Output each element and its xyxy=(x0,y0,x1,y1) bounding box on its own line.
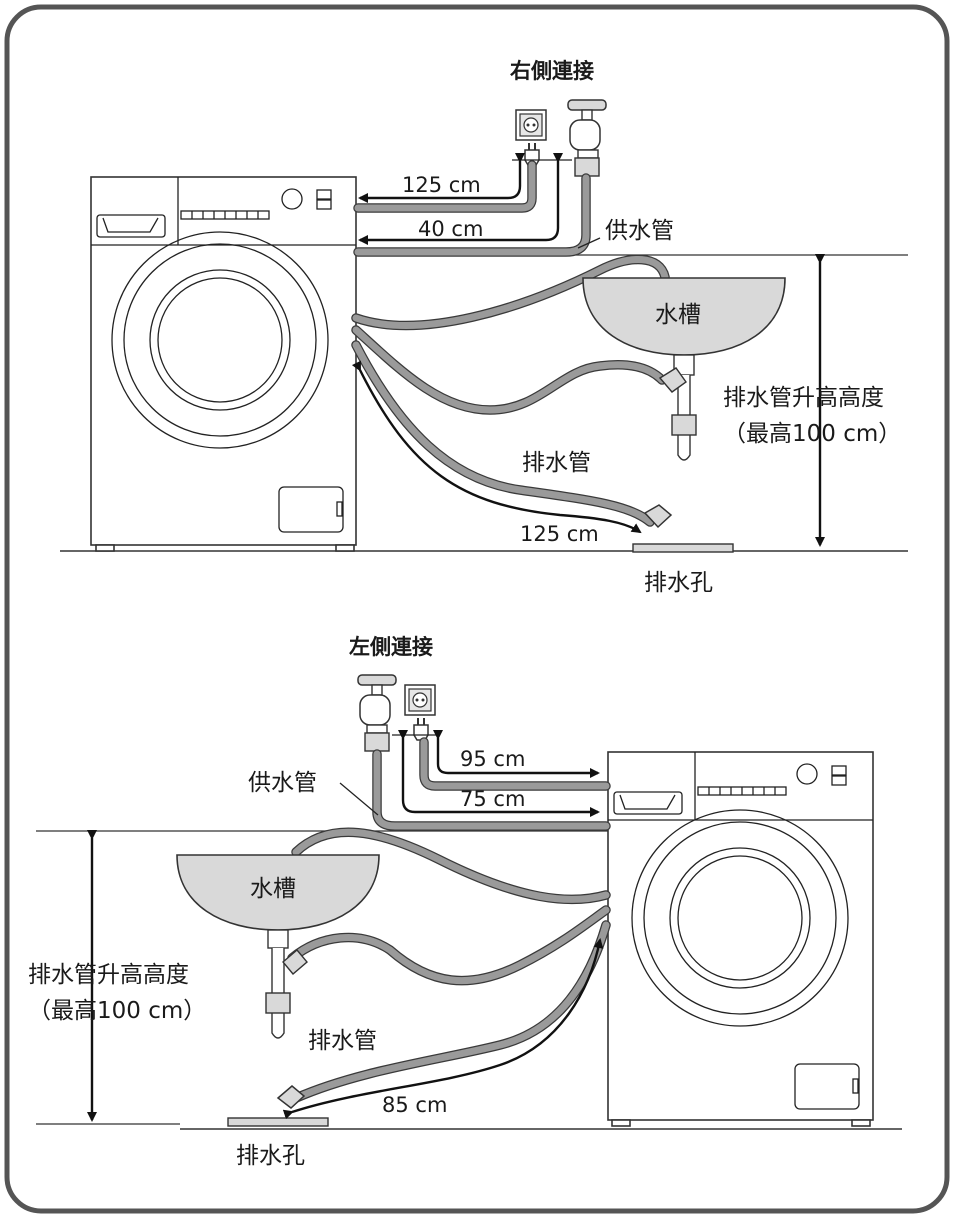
section-title-left: 左側連接 xyxy=(349,635,433,659)
section-title-right: 右側連接 xyxy=(510,59,594,83)
washing-machine xyxy=(90,176,357,552)
label-drain-distance: 85 cm xyxy=(382,1093,447,1117)
label-sink: 水槽 xyxy=(655,302,701,328)
label-sink: 水槽 xyxy=(250,876,296,902)
label-water-distance: 40 cm xyxy=(418,217,483,241)
sink-icon xyxy=(176,854,380,1039)
supply-hose xyxy=(372,749,611,831)
label-power-distance: 125 cm xyxy=(402,173,481,197)
washing-machine xyxy=(607,751,874,1127)
door-icon xyxy=(111,231,329,449)
label-height-line2: （最高100 cm） xyxy=(723,421,901,447)
label-supply-hose: 供水管 xyxy=(248,770,317,796)
arrow-drain-hose xyxy=(282,938,604,1120)
door-icon xyxy=(631,809,849,1027)
wall-socket-icon xyxy=(515,109,547,141)
label-drain-hose: 排水管 xyxy=(308,1028,377,1054)
label-height-line2: （最高100 cm） xyxy=(28,998,206,1024)
label-drain-hole: 排水孔 xyxy=(644,570,713,596)
water-tap-icon xyxy=(567,99,607,177)
label-power-distance: 95 cm xyxy=(460,747,525,771)
label-drain-distance: 125 cm xyxy=(520,522,599,546)
drain-hole-icon xyxy=(227,1117,329,1127)
arrow-drain-hose xyxy=(351,360,642,534)
label-supply-hose: 供水管 xyxy=(605,218,674,244)
label-height-line1: 排水管升高高度 xyxy=(723,385,884,411)
arrow-supply-hose xyxy=(358,153,563,245)
drain-hole-icon xyxy=(632,543,734,553)
right-connection-section: 右側連接 xyxy=(60,59,908,596)
left-connection-section: 左側連接 xyxy=(28,635,902,1169)
label-drain-hole: 排水孔 xyxy=(236,1143,305,1169)
label-water-distance: 75 cm xyxy=(460,787,525,811)
wall-socket-icon xyxy=(404,684,436,716)
label-height-line1: 排水管升高高度 xyxy=(28,962,189,988)
supply-hose xyxy=(353,173,591,257)
power-knob-icon xyxy=(281,188,303,210)
label-drain-hose: 排水管 xyxy=(522,450,591,476)
sink-icon xyxy=(582,277,786,461)
arrow-supply-hose xyxy=(398,730,600,817)
power-knob-icon xyxy=(796,763,818,785)
water-tap-icon xyxy=(357,674,397,752)
